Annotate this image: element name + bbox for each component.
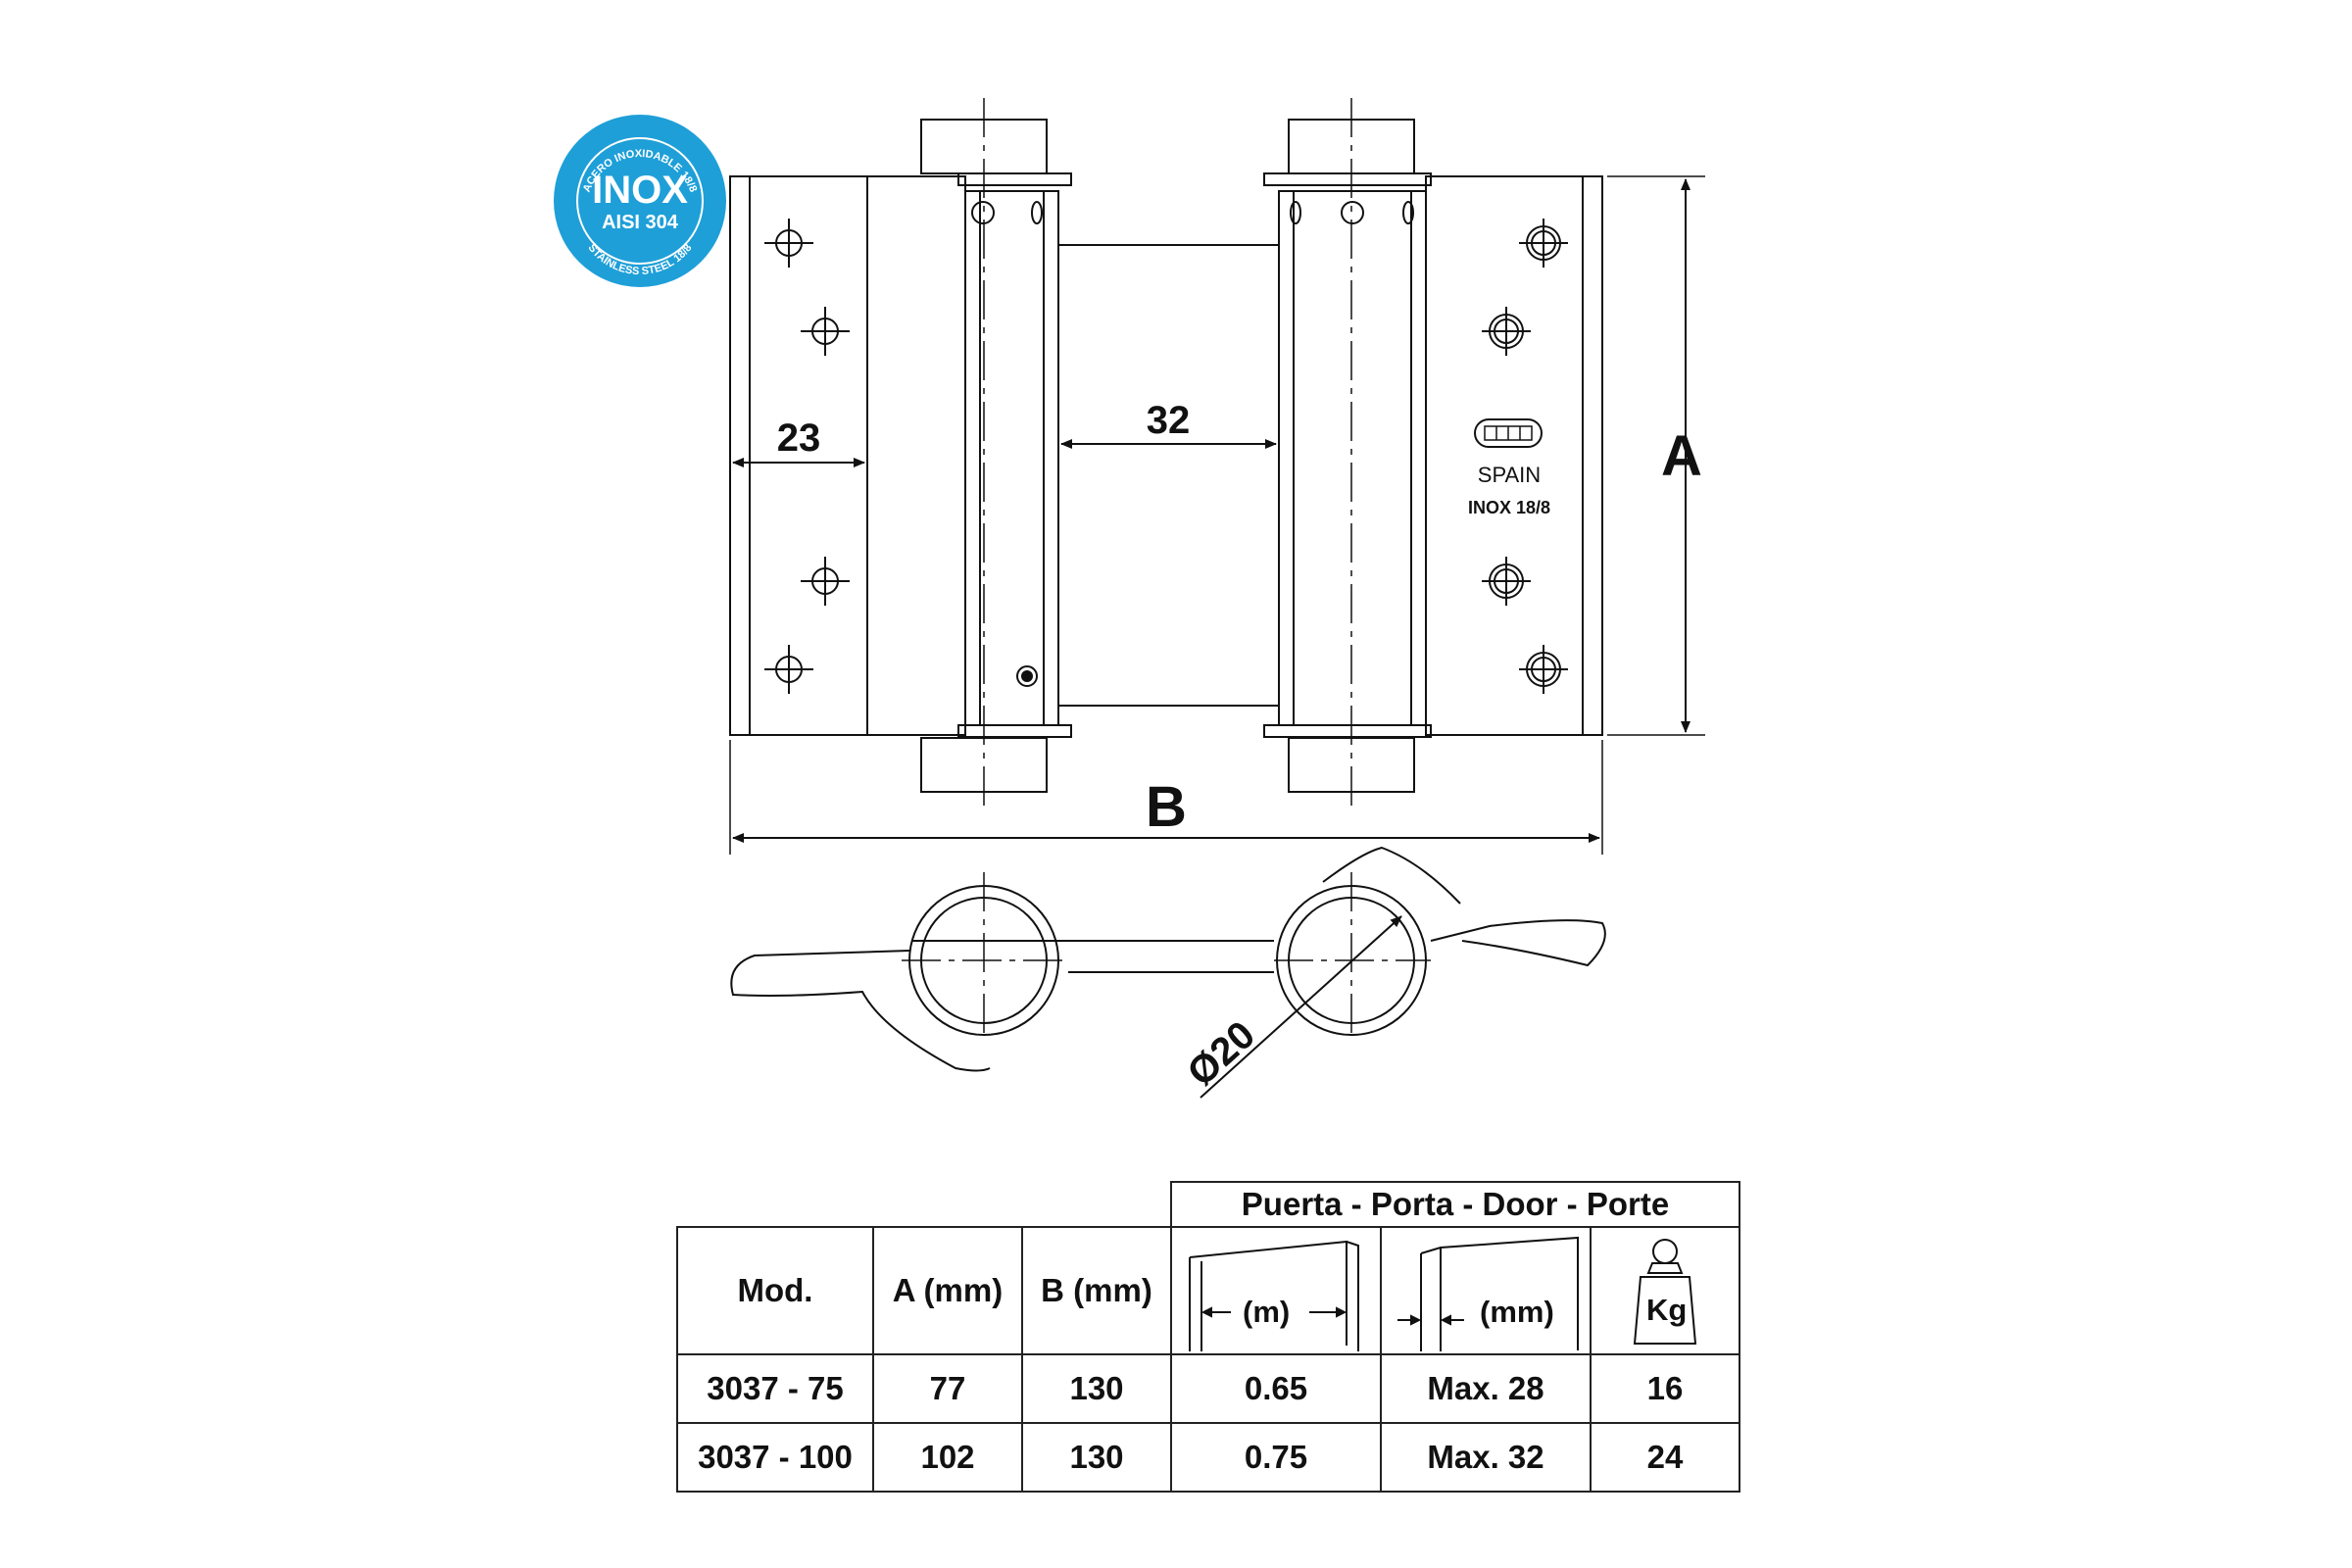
cell-b: 130 (1021, 1422, 1172, 1493)
header-weight-unit: Kg (1646, 1293, 1688, 1327)
header-weight: Kg (1590, 1226, 1740, 1355)
left-knuckle (866, 175, 966, 736)
door-thickness-icon (1397, 1236, 1579, 1351)
badge-main: INOX (592, 169, 688, 212)
right-barrel-section (1276, 885, 1427, 1036)
svg-text:B: B (1146, 775, 1187, 839)
inox-badge: ACERO INOXIDABLE 18/8 STAINLESS STEEL 18… (554, 115, 726, 287)
right-leaf (1425, 175, 1603, 736)
cell-mod: 3037 - 75 (676, 1353, 874, 1424)
dim-height: A (1607, 175, 1705, 736)
header-a: A (mm) (872, 1226, 1023, 1355)
dim-leaf-width: 23 (732, 416, 865, 467)
header-door-width: (m) (1170, 1226, 1382, 1355)
header-thickness-unit: (mm) (1480, 1295, 1554, 1329)
dim-width: B (729, 740, 1603, 855)
cell-thickness: Max. 32 (1380, 1422, 1592, 1493)
cell-thickness: Max. 28 (1380, 1353, 1592, 1424)
header-width-unit: (m) (1243, 1295, 1291, 1329)
hinge-front-view (729, 119, 1603, 793)
header-mod: Mod. (676, 1226, 874, 1355)
cell-a: 102 (872, 1422, 1023, 1493)
cell-width: 0.65 (1170, 1353, 1382, 1424)
svg-text:23: 23 (777, 416, 821, 460)
badge-grade: AISI 304 (602, 212, 679, 233)
hinge-plan-view (730, 846, 1606, 1072)
spec-table: Puerta - Porta - Door - Porte Mod. A (mm… (676, 1181, 1740, 1493)
cell-width: 0.75 (1170, 1422, 1382, 1493)
cell-a: 77 (872, 1353, 1023, 1424)
cell-mod: 3037 - 100 (676, 1422, 874, 1493)
right-barrel (1278, 190, 1427, 726)
group-header: Puerta - Porta - Door - Porte (1170, 1181, 1740, 1228)
maker-stamp: SPAIN INOX 18/8 (1468, 418, 1550, 517)
weight-icon (1633, 1239, 1697, 1345)
cell-b: 130 (1021, 1353, 1172, 1424)
badge-disc (554, 115, 726, 287)
header-b: B (mm) (1021, 1226, 1172, 1355)
svg-text:A: A (1661, 424, 1702, 488)
hinge-drawing: ACERO INOXIDABLE 18/8 STAINLESS STEEL 18… (554, 98, 1705, 1099)
table-row: 3037 - 100 102 130 0.75 Max. 32 24 (676, 1422, 1740, 1493)
svg-text:32: 32 (1147, 399, 1191, 442)
door-width-icon (1189, 1240, 1359, 1351)
cell-weight: 24 (1590, 1422, 1740, 1493)
stamp-material: INOX 18/8 (1468, 498, 1550, 517)
left-barrel-section (908, 885, 1059, 1036)
table-row: 3037 - 75 77 130 0.65 Max. 28 16 (676, 1353, 1740, 1424)
stamp-country: SPAIN (1478, 463, 1541, 487)
svg-text:Ø20: Ø20 (1179, 1013, 1263, 1095)
dim-barrel-gap: 32 (1060, 399, 1277, 449)
cell-weight: 16 (1590, 1353, 1740, 1424)
header-door-thickness: (mm) (1380, 1226, 1592, 1355)
screw-holes (764, 219, 1568, 694)
